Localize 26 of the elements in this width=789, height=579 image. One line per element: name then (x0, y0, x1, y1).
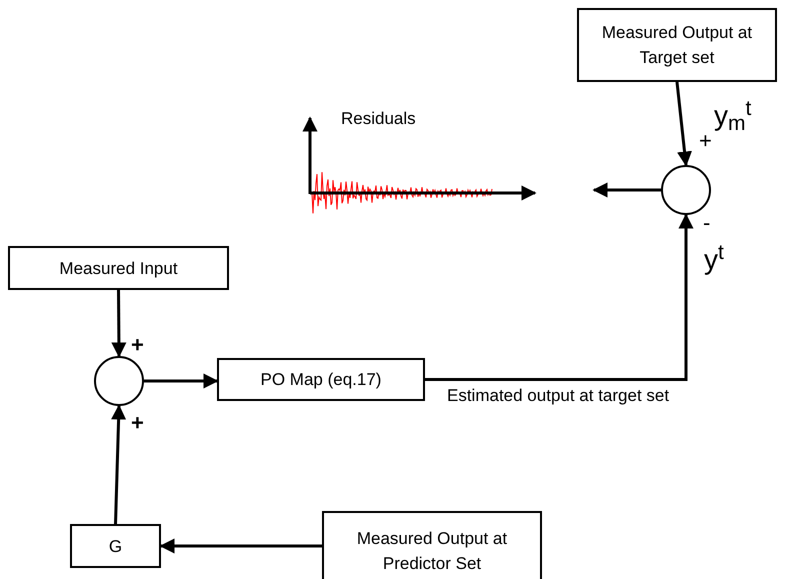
process-box (322, 511, 542, 579)
box-label: Measured Output at Predictor Set (356, 528, 508, 575)
arrow (160, 538, 322, 554)
summing-junction (661, 165, 711, 215)
summing-junction (94, 356, 144, 406)
arrow (144, 374, 218, 388)
box-label: Measured Input (59, 258, 178, 280)
annotation-label: + (699, 130, 712, 152)
arrow (676, 82, 692, 166)
process-box (8, 246, 229, 290)
arrow (111, 404, 126, 524)
annotation-label: + (131, 334, 144, 356)
process-box (217, 358, 425, 401)
box-label: PO Map (eq.17) (260, 369, 382, 391)
edge-label: Estimated output at target set (447, 386, 670, 406)
process-box (70, 524, 161, 568)
process-box (577, 8, 777, 82)
box-label: Measured Output at Target set (600, 22, 754, 69)
arrow (111, 290, 126, 358)
arrow (425, 214, 694, 381)
box-label: G (108, 536, 122, 558)
arrow (592, 182, 661, 198)
annotation-label: - (703, 212, 710, 234)
annotation-label: Residuals (341, 110, 416, 127)
annotation-label: + (131, 412, 144, 434)
annotation-label: y$^{t}$ (704, 246, 724, 274)
